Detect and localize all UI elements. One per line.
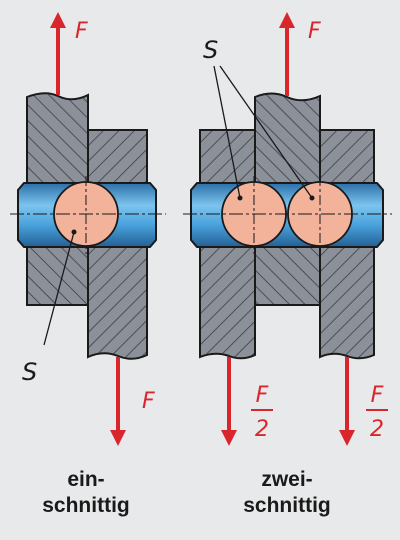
shear-leader-line <box>43 231 75 346</box>
shear-label-single: S <box>22 358 37 386</box>
caption-single-line2: schnittig <box>42 494 130 517</box>
force-label-top-double: F <box>308 19 321 44</box>
shear-label-double: S <box>203 36 218 64</box>
force-label-top-single: F <box>75 19 88 44</box>
pin <box>190 182 384 248</box>
shear-leader-line-left <box>213 65 241 199</box>
caption-single-line1: ein- <box>67 468 104 491</box>
fraction-denominator: 2 <box>370 417 384 442</box>
caption-double-line2: schnittig <box>243 494 331 517</box>
shear-leader-line-right <box>219 65 313 199</box>
fraction-denominator: 2 <box>255 417 269 442</box>
double-shear-assembly <box>183 65 392 360</box>
fraction-numerator: F <box>371 383 384 408</box>
force-label-bottom-single: F <box>142 389 155 414</box>
force-fraction-left: F 2 <box>251 383 273 442</box>
caption-double-line1: zwei- <box>261 468 312 491</box>
fraction-numerator: F <box>256 383 269 408</box>
force-fraction-right: F 2 <box>366 383 388 442</box>
single-shear-assembly <box>10 92 166 360</box>
